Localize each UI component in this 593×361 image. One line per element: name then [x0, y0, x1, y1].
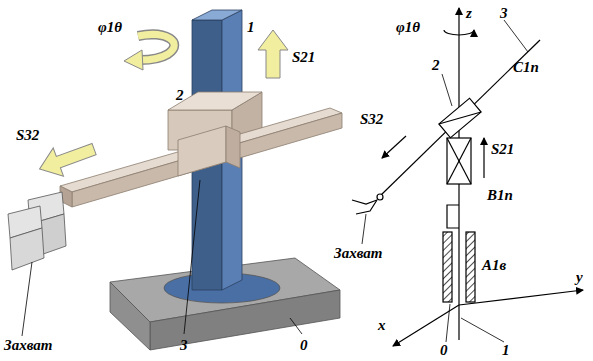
- part-number: 3: [500, 6, 508, 21]
- kinematic-scheme-part: [382, 136, 406, 158]
- kinematic-scheme-part: [380, 40, 540, 196]
- column-part: [192, 10, 242, 20]
- base-plate-part: [110, 282, 150, 350]
- part-label: Захват: [334, 246, 382, 261]
- motion-symbol: φ1θ: [396, 20, 420, 35]
- motion-arrows-part: [138, 34, 174, 60]
- axis-label: y: [576, 270, 583, 285]
- kinematic-scheme-part: [439, 98, 481, 138]
- gripper-part: [10, 228, 44, 270]
- leader-lines-part: [22, 262, 32, 336]
- motion-arrows-part: [258, 30, 288, 78]
- kinematic-scheme-part: [442, 74, 452, 106]
- motion-arrows-part: [124, 50, 143, 70]
- arm-part: [72, 113, 342, 207]
- kinematic-scheme-part: [461, 318, 504, 342]
- leader-lines-part: [184, 180, 200, 334]
- part-number: 1: [247, 20, 255, 35]
- kinematic-scheme-part: [362, 214, 366, 244]
- part-label: Захват: [4, 338, 52, 353]
- kinematic-scheme-part: [446, 304, 450, 342]
- motion-arrows-part: [138, 34, 174, 60]
- motion-arrows: [34, 30, 288, 183]
- kinematic-scheme-part: [459, 290, 583, 305]
- kinematic-scheme-part: [443, 232, 452, 302]
- axis-label: z: [466, 6, 472, 21]
- joint-label: B1п: [487, 188, 513, 203]
- kinematic-scheme-part: [447, 138, 471, 184]
- kinematic-scheme-part: [447, 205, 459, 228]
- axis-label: x: [378, 318, 386, 333]
- kinematic-scheme-part: [377, 194, 383, 200]
- part-number: 0: [300, 338, 308, 353]
- arm-part: [60, 108, 342, 192]
- motion-symbol: S21: [292, 50, 315, 65]
- motion-arrows-part: [34, 135, 99, 183]
- kinematic-scheme-part: [393, 305, 459, 346]
- kinematic-scheme-part-part: [439, 98, 481, 138]
- motion-symbol: S21: [491, 142, 514, 157]
- leader-lines: [22, 180, 302, 336]
- kinematic-scheme-part: [352, 200, 377, 204]
- joint-label: C1п: [513, 60, 539, 75]
- kinematic-scheme-part: [444, 30, 474, 35]
- kinematic-scheme-part: [447, 138, 471, 184]
- part-number: 0: [440, 343, 448, 358]
- motion-symbol: S32: [360, 112, 383, 127]
- motion-symbol: φ1θ: [98, 20, 122, 35]
- part-number: 1: [502, 343, 510, 358]
- kinematic-scheme-part: [483, 138, 484, 178]
- kinematic-scheme: [352, 8, 583, 346]
- kinematic-scheme-part: [504, 20, 528, 52]
- motion-arrows-part-part: [34, 135, 99, 183]
- joint-label: A1в: [482, 258, 506, 273]
- arm: [60, 108, 342, 207]
- kinematic-scheme-part: [447, 138, 471, 184]
- arm-part: [226, 126, 240, 168]
- gripper: [8, 192, 66, 270]
- kinematic-scheme-part-part: [439, 98, 481, 138]
- arm-part: [178, 126, 226, 176]
- kinematic-scheme-part: [466, 232, 475, 302]
- leader-lines-part: [290, 318, 302, 334]
- kinematic-scheme-part: [356, 200, 377, 214]
- motion-symbol: S32: [16, 128, 39, 143]
- part-number: 3: [180, 338, 188, 353]
- part-number: 2: [176, 88, 184, 103]
- part-number: 2: [432, 58, 440, 73]
